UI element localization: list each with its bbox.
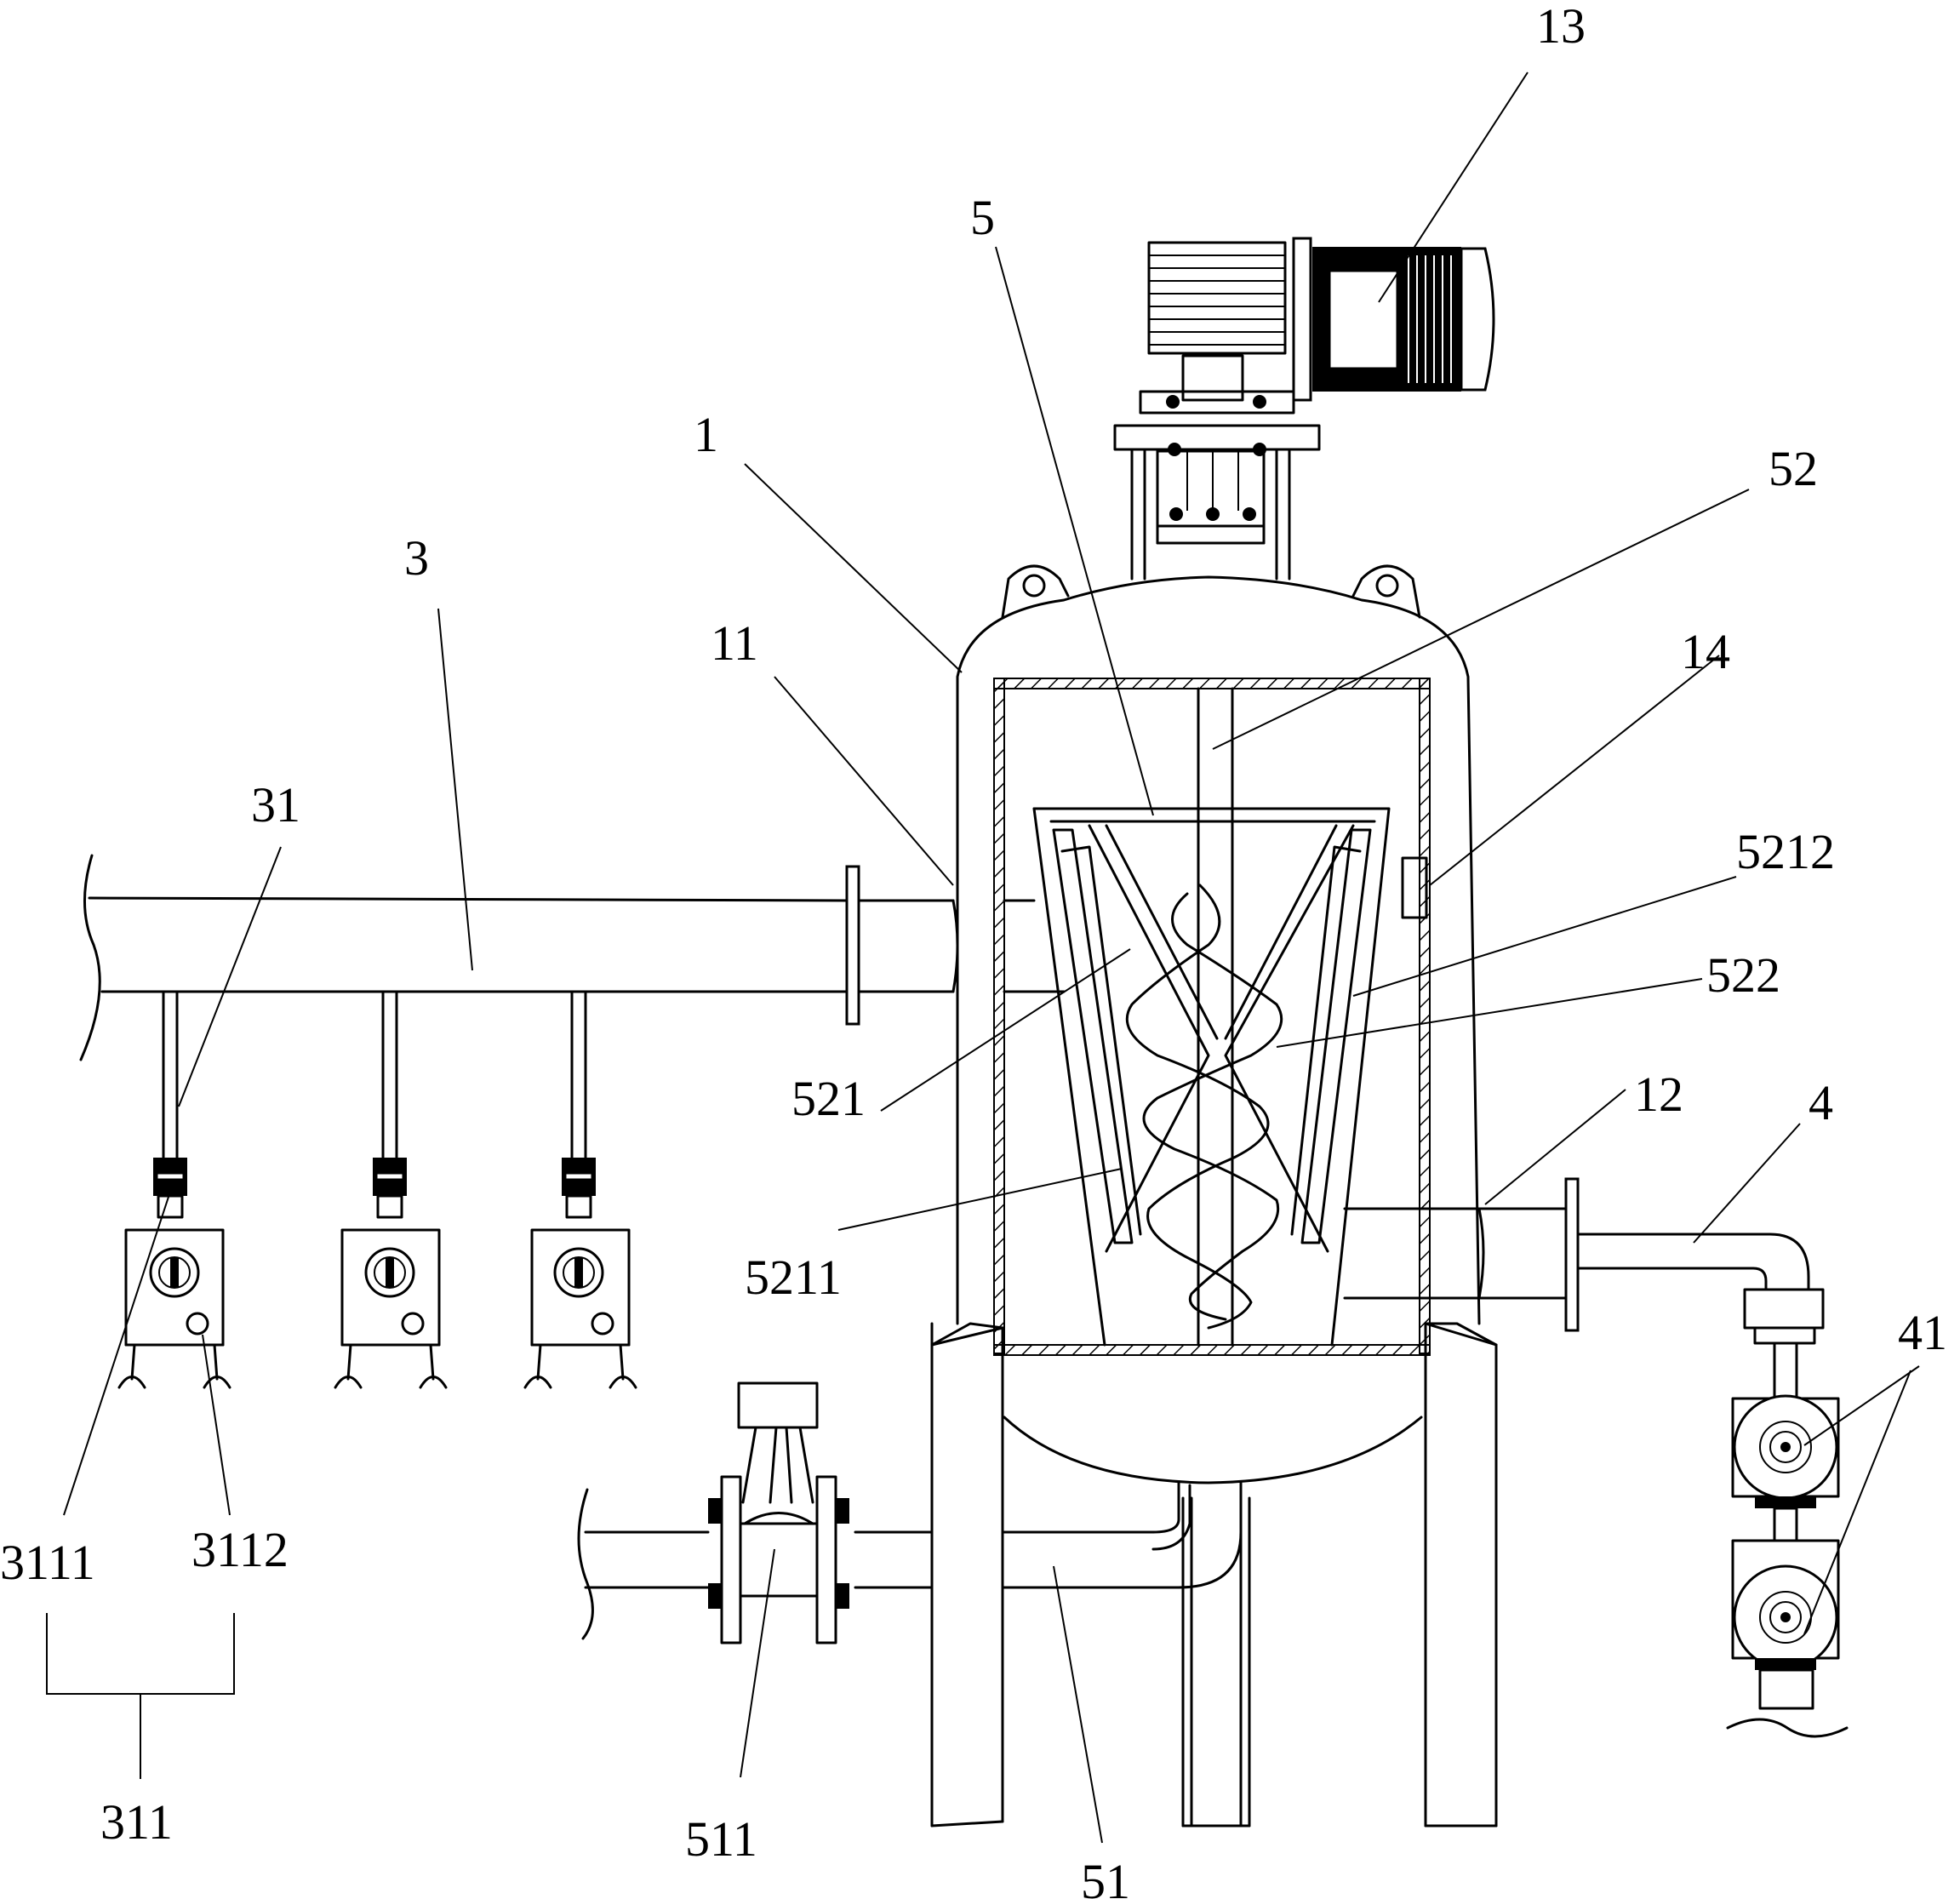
label-521: 521 [791, 1071, 866, 1126]
support-leg-left [930, 1322, 1004, 1828]
scraper-arms [1088, 824, 1355, 1253]
label-311: 311 [100, 1794, 173, 1850]
brush-strip-left [1052, 828, 1142, 1244]
label-11: 11 [711, 615, 758, 671]
cone-scraper-assembly [1032, 807, 1391, 1347]
outlet-valve-2 [1726, 1507, 1849, 1738]
drain-valve [708, 1381, 849, 1644]
label-12: 12 [1634, 1067, 1683, 1122]
support-legs [930, 1322, 1498, 1828]
spiral-ribbon [1125, 884, 1283, 1330]
rotating-shaft [1197, 687, 1234, 1347]
label-522: 522 [1706, 947, 1780, 1003]
branch-valve-3 [523, 990, 637, 1389]
motor-assembly [1113, 237, 1495, 581]
lifting-lug-right [1351, 564, 1421, 619]
branch-valves [117, 990, 637, 1389]
motor-cooling-fins [1147, 241, 1287, 355]
inlet-pipe [79, 854, 1066, 1061]
lifting-lug-left [1001, 564, 1070, 619]
outlet-pipe [1343, 1177, 1849, 1738]
outlet-valve-1 [1731, 1341, 1840, 1508]
motor-body-stripes [1408, 255, 1452, 383]
label-3112: 3112 [191, 1522, 289, 1577]
brush-strip-right [1290, 828, 1372, 1244]
label-41: 41 [1898, 1305, 1947, 1360]
label-511: 511 [685, 1811, 757, 1867]
branch-valve-2 [334, 990, 448, 1389]
coupling-frame [1130, 448, 1291, 581]
motor-mount-top-plate [1139, 390, 1295, 415]
motor-flange [1292, 237, 1312, 402]
label-5211: 5211 [745, 1250, 842, 1305]
support-leg-center [1181, 1496, 1251, 1828]
motor-terminal-box [1328, 269, 1399, 370]
label-4: 4 [1809, 1075, 1833, 1130]
support-leg-right [1424, 1322, 1498, 1828]
branch-valve-1 [117, 990, 231, 1389]
label-5: 5 [970, 190, 995, 245]
outlet-flange [1564, 1177, 1580, 1332]
label-52: 52 [1769, 441, 1818, 496]
drain-pipe [577, 1481, 1243, 1640]
tank-bottom-dish [1003, 1416, 1423, 1484]
label-51: 51 [1081, 1854, 1130, 1899]
inner-filter-cylinder [993, 678, 1431, 1356]
tank [956, 564, 1481, 1484]
leader-lines [46, 71, 1920, 1844]
pressure-sensor [1401, 856, 1428, 919]
motor-mount-post [1181, 354, 1244, 402]
label-31: 31 [251, 777, 300, 832]
label-14: 14 [1681, 624, 1730, 679]
motor-mount-base-plate [1113, 424, 1321, 451]
label-1: 1 [694, 407, 718, 462]
label-3111: 3111 [0, 1535, 95, 1590]
label-5212: 5212 [1736, 824, 1835, 879]
label-3: 3 [404, 530, 429, 586]
inlet-flange [845, 865, 860, 1026]
label-13: 13 [1536, 0, 1586, 54]
motor-end-cap [1460, 247, 1495, 392]
tank-shell [956, 575, 1481, 1325]
